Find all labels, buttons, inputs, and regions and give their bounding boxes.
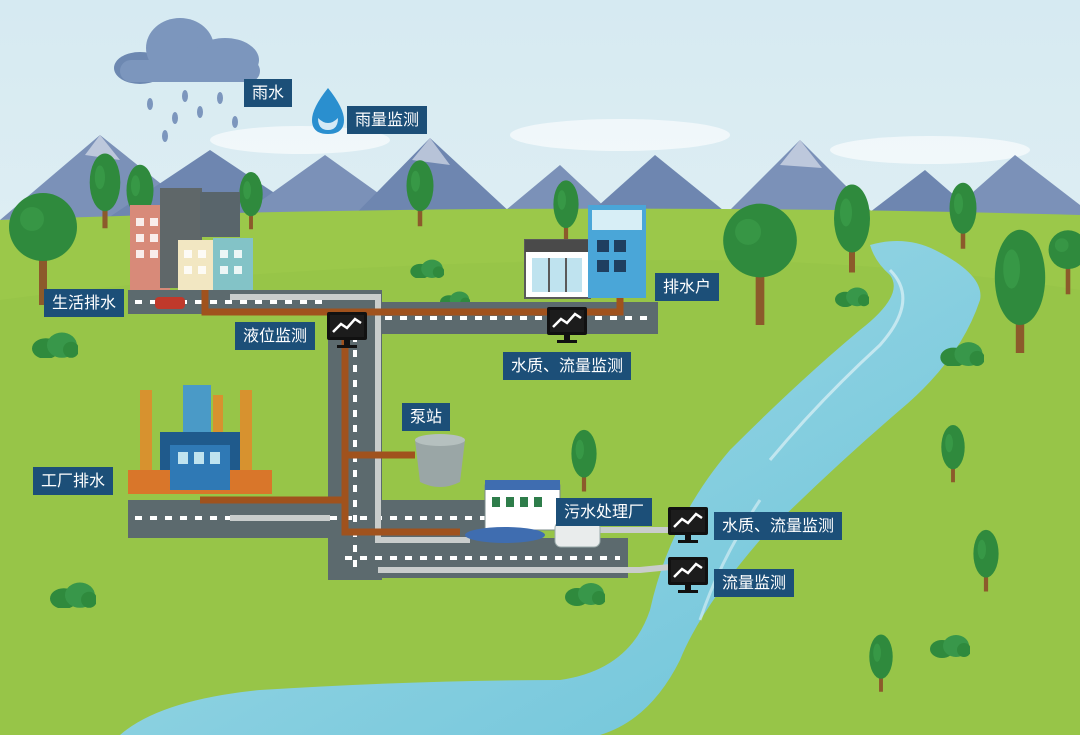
sewage-pipes (200, 290, 624, 536)
quality-flow-monitor-label-2: 水质、流量监测 (714, 512, 843, 540)
flow-monitor-label: 流量监测 (714, 569, 795, 597)
rain-drops (147, 90, 238, 142)
river (120, 241, 981, 735)
drainage-user-building (524, 205, 646, 299)
domestic-drainage-label: 生活排水 (44, 289, 125, 317)
sewage-plant-label: 污水处理厂 (556, 498, 653, 526)
pump-station (415, 434, 465, 487)
rain-monitor-label: 雨量监测 (347, 106, 428, 134)
residential-buildings (130, 188, 253, 309)
sewage-treatment-plant (465, 480, 601, 548)
factory-drainage-label: 工厂排水 (33, 467, 114, 495)
cloud-icon (114, 18, 260, 84)
factory (128, 385, 272, 494)
level-monitor-label: 液位监测 (235, 322, 316, 350)
raindrop-icon (312, 88, 344, 134)
drainage-user-label: 排水户 (655, 273, 720, 301)
rain-label: 雨水 (244, 79, 293, 107)
quality-flow-monitor-label-1: 水质、流量监测 (503, 352, 632, 380)
pump-station-label: 泵站 (402, 403, 451, 431)
rainwater-pipes (230, 294, 671, 573)
